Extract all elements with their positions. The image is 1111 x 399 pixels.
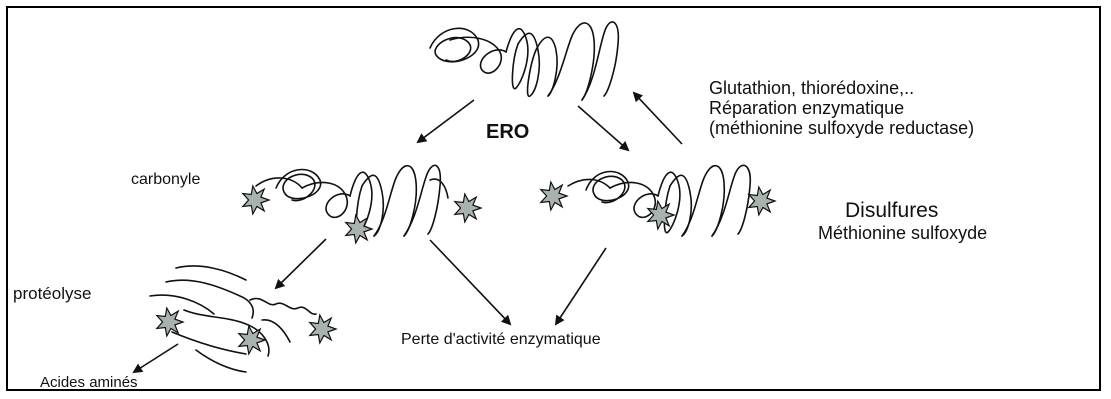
activity-loss-label: Perte d'activité enzymatique (401, 331, 601, 349)
arrow-native-to-carbonyl (418, 100, 474, 142)
damage-star (239, 326, 265, 354)
ero-label: ERO (486, 121, 529, 144)
native-protein (430, 22, 618, 100)
damage-star (455, 194, 481, 222)
damage-star (243, 186, 269, 214)
carbonyle-label: carbonyle (131, 171, 200, 189)
arrow-carbonyl-to-activity-loss (430, 240, 510, 324)
damage-star (157, 308, 183, 336)
arrow-native-to-oxidized (578, 106, 628, 150)
damage-marks (157, 182, 775, 354)
proteolyse-label: protéolyse (13, 284, 91, 304)
damage-star (346, 215, 372, 243)
arrow-oxidized-to-activity-loss (556, 248, 606, 324)
damage-star (310, 315, 336, 343)
repair-line-1: Glutathion, thiorédoxine,.. (709, 78, 974, 98)
damage-star (541, 182, 567, 210)
disulfures-label: Disulfures (845, 199, 938, 223)
repair-label: Glutathion, thiorédoxine,.. Réparation e… (709, 78, 974, 138)
arrow-proteolysis-to-aminoacids (134, 344, 178, 372)
methionine-sulfoxyde-label: Méthionine sulfoxyde (818, 223, 987, 244)
repair-line-2: Réparation enzymatique (709, 98, 974, 118)
arrow-carbonyl-to-proteolysis (276, 239, 326, 288)
damage-star (648, 201, 674, 229)
repair-line-3: (méthionine sulfoxyde reductase) (709, 118, 974, 138)
damage-star (749, 187, 775, 215)
arrow-repair (634, 93, 682, 144)
amino-acids-label: Acides aminés (40, 374, 138, 391)
